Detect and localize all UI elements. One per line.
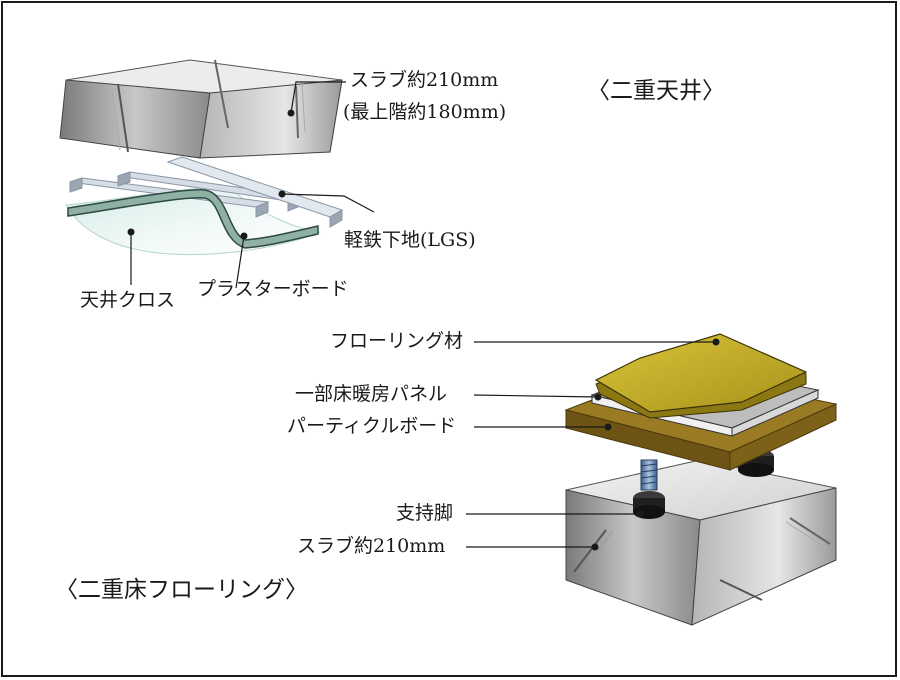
flooring (594, 333, 808, 419)
ceiling-cloth-label: 天井クロス (80, 289, 176, 311)
heating-panel-label: 一部床暖房パネル (295, 383, 448, 405)
lgs-label: 軽鉄下地(LGS) (344, 229, 476, 251)
ceiling-slab-sub-label: (最上階約180mm) (343, 101, 507, 123)
leader-lines (130, 81, 716, 548)
floor-slab (565, 459, 837, 626)
flooring-label: フローリング材 (330, 330, 464, 352)
leader-dots (127, 109, 720, 551)
particle-board-label: パーティクルボード (287, 415, 457, 437)
ceiling-title: 〈二重天井〉 (587, 78, 725, 104)
ceiling-slab-label: スラブ約210mm (350, 69, 499, 91)
floor-slab-label: スラブ約210mm (297, 535, 446, 557)
floor-title: 〈二重床フローリング〉 (55, 577, 308, 603)
support-leg-label: 支持脚 (396, 502, 454, 524)
ceiling-slab (59, 59, 343, 159)
plaster-board (67, 189, 319, 249)
plaster-board-label: プラスターボード (197, 278, 349, 300)
